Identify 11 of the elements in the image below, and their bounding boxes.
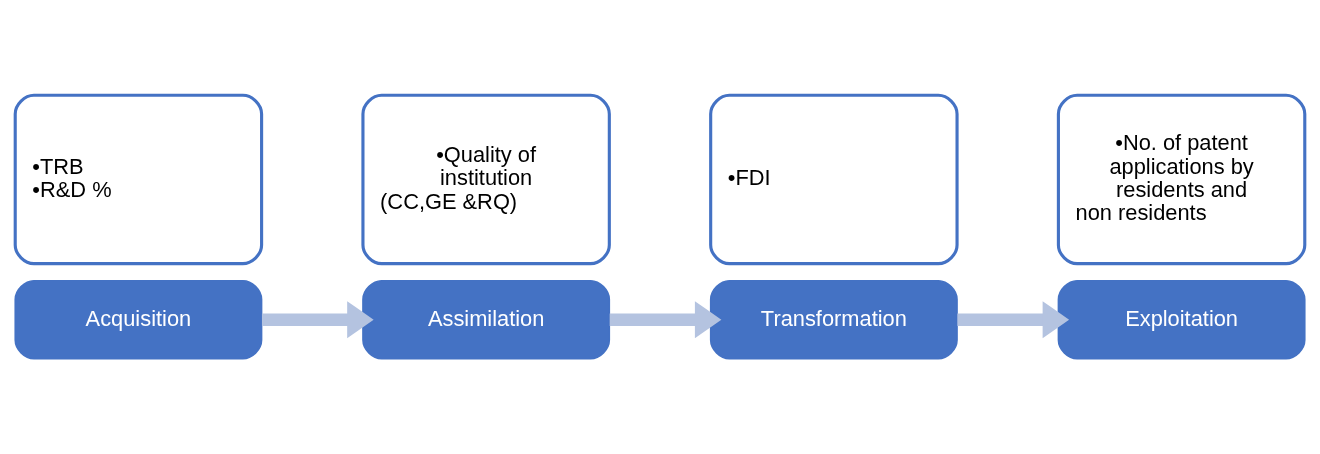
node-box: •No. of patent applications by residents and non residents [1056,93,1307,266]
node-box: Assimilation [362,280,611,360]
arrow [261,301,374,339]
node-box: •Quality of institution (CC,GE &RQ) [361,93,611,266]
node-box: Acquisition [14,280,263,360]
arrow [957,301,1070,339]
node-box: •TRB •R&D % [13,93,264,266]
node-box: •FDI [709,93,959,266]
node-box: Exploitation [1057,280,1306,360]
node-box: Transformation [709,280,958,360]
arrow [609,301,722,339]
